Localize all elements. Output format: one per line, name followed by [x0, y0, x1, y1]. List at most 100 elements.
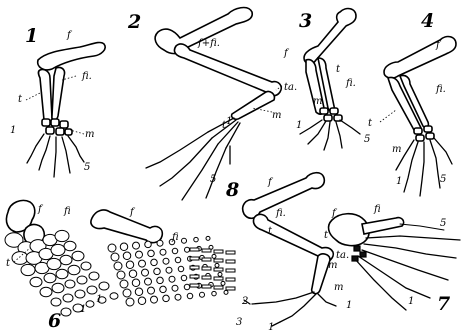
fig6-label-f: f — [37, 204, 44, 215]
fig6-phalanx-dot — [166, 267, 172, 273]
fig6-phalanx-dot — [212, 291, 217, 296]
fig6-phalanx-dot — [111, 253, 119, 261]
figure-number-6: 6 — [48, 310, 61, 332]
figure-number-8: 8 — [225, 179, 239, 201]
fig6-phalanx-dot — [154, 268, 161, 275]
fig3-label-1: 1 — [296, 120, 302, 131]
fig1-digits — [27, 134, 84, 177]
fig8-label-f: f — [267, 177, 274, 188]
fig4-label-t: t — [368, 118, 373, 129]
fig6-digit-segment — [190, 266, 199, 269]
fig6-paddle-bone — [52, 283, 64, 293]
fig6-phalanx-dot — [194, 237, 199, 242]
fig6-digit-segment — [190, 275, 199, 278]
fig8-label-fi: fi. — [275, 208, 286, 219]
fig6-phalanx-dot — [126, 298, 134, 306]
fig6-phalanx-dot — [160, 249, 166, 255]
fig6-phalanx-dot — [182, 238, 187, 243]
fig6-phalanx-dot — [114, 262, 122, 270]
fig1-label-5: 5 — [84, 162, 90, 173]
fig6-phalanx-dot — [151, 259, 158, 266]
fig6-phalanx-dot — [132, 279, 140, 287]
fig6-digit-segment — [190, 257, 199, 260]
figure-number-7: 7 — [437, 293, 450, 315]
fig6-phalanx-dot — [133, 242, 140, 249]
fig8-foot — [244, 292, 336, 326]
fig2-label-1: 1 — [226, 116, 232, 127]
fig6-digit-segment — [202, 249, 211, 252]
fig3-label-t: t — [336, 64, 341, 75]
fig6-label-fi: fi — [63, 206, 71, 217]
fig6-phalanx-dot — [129, 270, 137, 278]
fig6-digit-segment — [226, 260, 235, 263]
fig7-label-fi: fi — [373, 204, 381, 215]
fig6-phalanx-dot — [157, 277, 164, 284]
fig6-paddle-bone — [21, 264, 35, 275]
fig6-phalanx-dot — [108, 244, 116, 252]
fig6-phalanx-dot — [145, 241, 152, 248]
fig6-phalanx-dot — [172, 248, 178, 254]
fig3-label-m: m — [313, 96, 322, 107]
fig6-paddle-bone — [51, 244, 65, 255]
fig4-digits — [396, 138, 452, 196]
fig6-phalanx-dot — [145, 278, 152, 285]
fig6-phalanx-dot — [117, 271, 125, 279]
fig6-phalanx-dot — [175, 294, 181, 300]
fig6-phalanx-dot — [169, 276, 175, 282]
fig6-paddle-bone — [64, 241, 76, 251]
fig6-label-1b: 1 — [96, 294, 102, 305]
fig2-label-f-fi: f+fi. — [197, 38, 220, 49]
fig6-paddle-bone — [68, 265, 80, 275]
fig6-label-t: t — [6, 258, 11, 269]
fig8-label-1a: 1 — [268, 322, 274, 333]
fig6-paddle-bone — [99, 282, 109, 290]
fig6-phalanx-dot — [126, 261, 134, 269]
fig6-label-1a: 1 — [80, 304, 86, 315]
fig2-tarsus — [232, 91, 275, 119]
figure-number-4: 4 — [421, 10, 434, 32]
fig6-phalanx-dot — [218, 272, 222, 276]
fig6-digit-segment — [214, 277, 223, 280]
fig6-digit-segment — [226, 251, 235, 254]
fig2-digits — [146, 132, 230, 200]
fig6-digit-segment — [226, 287, 235, 290]
fig7-joint-blocks — [352, 246, 366, 261]
fig6-label-fi2: fi — [171, 232, 179, 243]
fig7-label-t: t — [324, 230, 329, 241]
fig6-label-f2: f — [129, 207, 136, 218]
fig6-phalanx-dot — [221, 281, 225, 285]
fig6-phalanx-dot — [206, 236, 210, 240]
fig6-paddle-bone — [51, 298, 61, 306]
figure-number-3: 3 — [299, 10, 312, 32]
fig8-label-2: 2 — [241, 296, 248, 307]
fig2-label-5: 5 — [210, 174, 216, 185]
fig3-label-f: f — [283, 48, 290, 59]
fig3-label-fi: fi. — [345, 78, 356, 89]
fig6-phalanx-dot — [184, 284, 190, 290]
fig6-paddle-bone — [89, 272, 99, 280]
fig6-phalanx-dot — [215, 263, 219, 267]
fig4-label-1: 1 — [396, 176, 402, 187]
fig6-phalanx-dot — [135, 288, 143, 296]
fig6-digit-segment — [214, 286, 223, 289]
fig6-paddle-bone — [65, 280, 75, 288]
fig1-fibula — [52, 67, 65, 119]
fig2-label-ta: ta. — [284, 82, 297, 93]
fig6-paddle-bone — [40, 287, 52, 297]
fig2-tibia — [174, 44, 281, 96]
figure-number-2: 2 — [127, 11, 141, 33]
fig6-phalanx-dot — [123, 252, 131, 259]
fig6-digit-segment — [202, 267, 211, 270]
fig6-digit-segment — [190, 284, 199, 287]
fig1-label-f: f — [66, 30, 73, 41]
fig6-carpal-mosaic — [5, 230, 235, 316]
fig6-paddle-bone — [56, 269, 68, 279]
fig3-label-5: 5 — [364, 134, 370, 145]
fig7-fibula — [362, 218, 404, 234]
fig3-digits — [300, 120, 360, 150]
fig6-phalanx-dot — [123, 289, 131, 297]
fig4-label-m: m — [392, 144, 401, 155]
fig6-phalanx-dot — [160, 286, 167, 293]
fig6-phalanx-dot — [172, 285, 178, 291]
